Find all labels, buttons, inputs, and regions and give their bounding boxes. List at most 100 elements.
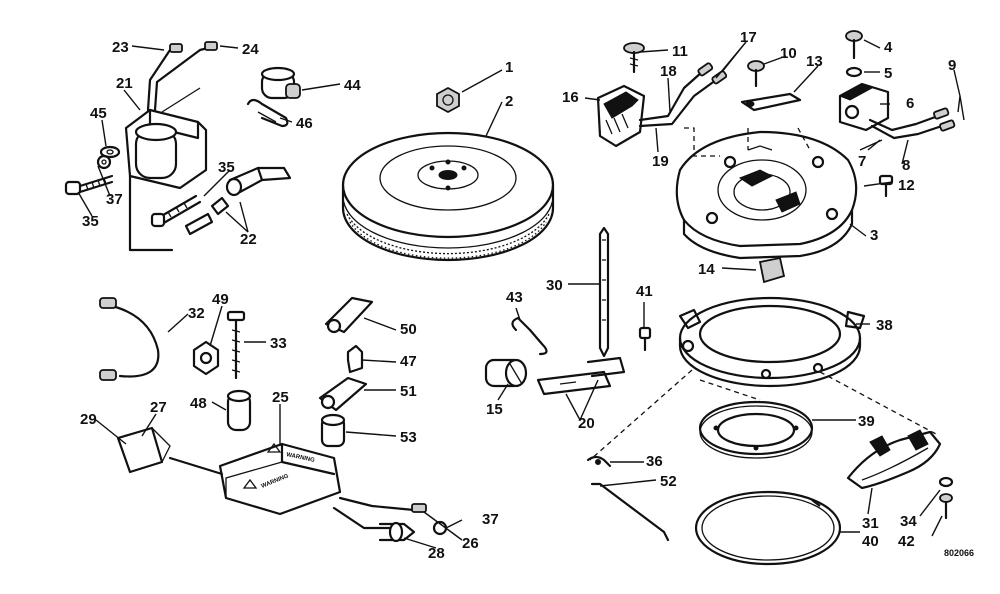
callout-13: 13 bbox=[806, 53, 823, 70]
spacer-14 bbox=[758, 256, 786, 284]
flywheel bbox=[341, 131, 555, 262]
throttle-link-50 bbox=[324, 296, 374, 334]
callout-51: 51 bbox=[400, 383, 417, 400]
callout-6: 6 bbox=[906, 95, 914, 112]
stator-plate bbox=[675, 130, 858, 260]
callout-35a: 35 bbox=[82, 213, 99, 230]
power-pack-25: WARNING WARNING bbox=[168, 442, 427, 530]
charge-coil-16 bbox=[596, 62, 728, 148]
terminal-28 bbox=[378, 521, 416, 543]
screw-4 bbox=[845, 30, 863, 60]
callout-44: 44 bbox=[344, 77, 361, 94]
callout-37b: 37 bbox=[482, 511, 499, 528]
link-pin-47 bbox=[346, 344, 364, 374]
sleeve-20 bbox=[536, 356, 626, 396]
callout-38: 38 bbox=[876, 317, 893, 334]
stator-bracket-13 bbox=[740, 92, 802, 112]
callout-18: 18 bbox=[660, 63, 677, 80]
clip-36 bbox=[586, 455, 612, 468]
warning-label-top: WARNING bbox=[286, 452, 316, 464]
spacer-48 bbox=[226, 389, 252, 432]
leader-lines bbox=[77, 39, 965, 549]
washer-34 bbox=[938, 476, 954, 488]
callout-34: 34 bbox=[900, 513, 917, 530]
ignition-coil bbox=[124, 41, 218, 252]
throttle-cam-31 bbox=[846, 429, 942, 490]
callout-48: 48 bbox=[190, 395, 207, 412]
callout-2: 2 bbox=[505, 93, 513, 110]
bushing-53 bbox=[320, 413, 346, 448]
link-rod-52 bbox=[590, 482, 670, 542]
callout-42: 42 bbox=[898, 533, 915, 550]
callout-10: 10 bbox=[780, 45, 797, 62]
callout-5: 5 bbox=[884, 65, 892, 82]
callout-20: 20 bbox=[578, 415, 595, 432]
drawing-code: 802066 bbox=[944, 548, 974, 558]
screw-42 bbox=[939, 493, 953, 520]
callout-19: 19 bbox=[652, 153, 669, 170]
callout-36: 36 bbox=[646, 453, 663, 470]
armature-plate-38 bbox=[678, 296, 866, 388]
screw-10 bbox=[747, 60, 765, 88]
flywheel-nut bbox=[436, 86, 460, 114]
callout-39: 39 bbox=[858, 413, 875, 430]
callout-29: 29 bbox=[80, 411, 97, 428]
callout-53: 53 bbox=[400, 429, 417, 446]
callout-11: 11 bbox=[672, 43, 688, 60]
coil-screw-35 bbox=[64, 174, 114, 196]
screw-11 bbox=[623, 42, 645, 74]
clamp-49 bbox=[192, 340, 220, 376]
callout-7: 7 bbox=[858, 153, 866, 170]
screw-33 bbox=[226, 310, 246, 380]
connector-27 bbox=[116, 426, 171, 474]
callout-26: 26 bbox=[462, 535, 479, 552]
callout-30: 30 bbox=[546, 277, 563, 294]
spark-plug-boot-22 bbox=[184, 166, 292, 236]
callout-22: 22 bbox=[240, 231, 257, 248]
callout-8: 8 bbox=[902, 157, 910, 174]
callouts: 1 2 3 4 5 6 7 8 9 10 11 12 13 14 15 16 1… bbox=[80, 29, 956, 562]
callout-23: 23 bbox=[112, 39, 129, 56]
link-arm-51 bbox=[318, 376, 368, 412]
timer-sensor-6 bbox=[838, 82, 956, 140]
callout-49: 49 bbox=[212, 291, 229, 308]
callout-28: 28 bbox=[428, 545, 445, 562]
screw-12 bbox=[878, 174, 894, 198]
warning-label-bottom: WARNING bbox=[261, 473, 290, 490]
callout-24: 24 bbox=[242, 41, 259, 58]
callout-33: 33 bbox=[270, 335, 287, 352]
grommet-15 bbox=[484, 358, 528, 388]
spring-43 bbox=[511, 316, 548, 356]
callout-25: 25 bbox=[272, 389, 289, 406]
callout-37a: 37 bbox=[106, 191, 123, 208]
callout-43: 43 bbox=[506, 289, 523, 306]
clip-46 bbox=[246, 98, 289, 128]
washer-5 bbox=[845, 66, 863, 78]
callout-17: 17 bbox=[740, 29, 757, 46]
callout-9: 9 bbox=[948, 57, 956, 74]
callout-46: 46 bbox=[296, 115, 313, 132]
callout-50: 50 bbox=[400, 321, 417, 338]
callout-14: 14 bbox=[698, 261, 715, 278]
callout-35b: 35 bbox=[218, 159, 235, 176]
callout-52: 52 bbox=[660, 473, 677, 490]
callout-3: 3 bbox=[870, 227, 878, 244]
cable-tie-30 bbox=[598, 226, 610, 358]
callout-32: 32 bbox=[188, 305, 205, 322]
callout-41: 41 bbox=[636, 283, 653, 300]
coil-screw-35b bbox=[150, 194, 202, 228]
retaining-ring-40 bbox=[694, 490, 842, 566]
callout-45: 45 bbox=[90, 105, 107, 122]
callout-16: 16 bbox=[562, 89, 579, 106]
callout-21: 21 bbox=[116, 75, 133, 92]
callout-15: 15 bbox=[486, 401, 503, 418]
callout-1: 1 bbox=[505, 59, 513, 76]
retainer-39 bbox=[698, 400, 814, 459]
connector-44 bbox=[260, 66, 301, 100]
callout-47: 47 bbox=[400, 353, 417, 370]
callout-4: 4 bbox=[884, 39, 893, 56]
callout-27: 27 bbox=[150, 399, 167, 416]
callout-40: 40 bbox=[862, 533, 879, 550]
callout-12: 12 bbox=[898, 177, 915, 194]
